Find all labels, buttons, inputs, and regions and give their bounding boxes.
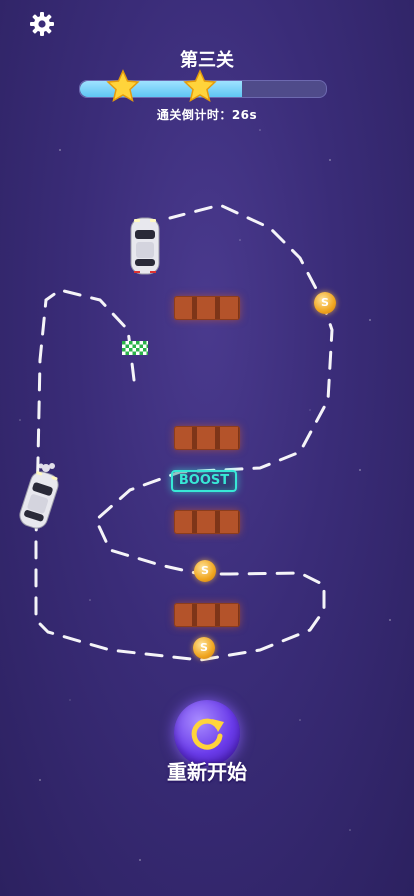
coin-icon: S — [193, 637, 215, 659]
brick-obstacle — [174, 426, 240, 450]
restart-button[interactable] — [174, 700, 240, 766]
brick-obstacle — [174, 603, 240, 627]
restart-arrow-icon — [191, 718, 224, 750]
gear-icon — [30, 12, 54, 36]
coin-icon: S — [194, 560, 216, 582]
coin-icon: S — [314, 292, 336, 314]
brick-obstacle — [174, 296, 240, 320]
boost-pad: BOOST — [171, 470, 237, 492]
countdown-timer: 通关倒计时：26s — [156, 108, 258, 122]
level-title: 第三关 — [180, 50, 234, 71]
star-icon — [183, 69, 217, 103]
settings-button[interactable] — [29, 11, 55, 37]
brick-obstacle — [174, 510, 240, 534]
player-car-top[interactable] — [129, 216, 161, 276]
restart-label[interactable]: 重新开始 — [167, 760, 247, 784]
finish-flag — [122, 341, 148, 355]
star-icon — [106, 69, 140, 103]
level-progress-bar — [79, 69, 327, 103]
player-car-left[interactable] — [16, 462, 62, 534]
